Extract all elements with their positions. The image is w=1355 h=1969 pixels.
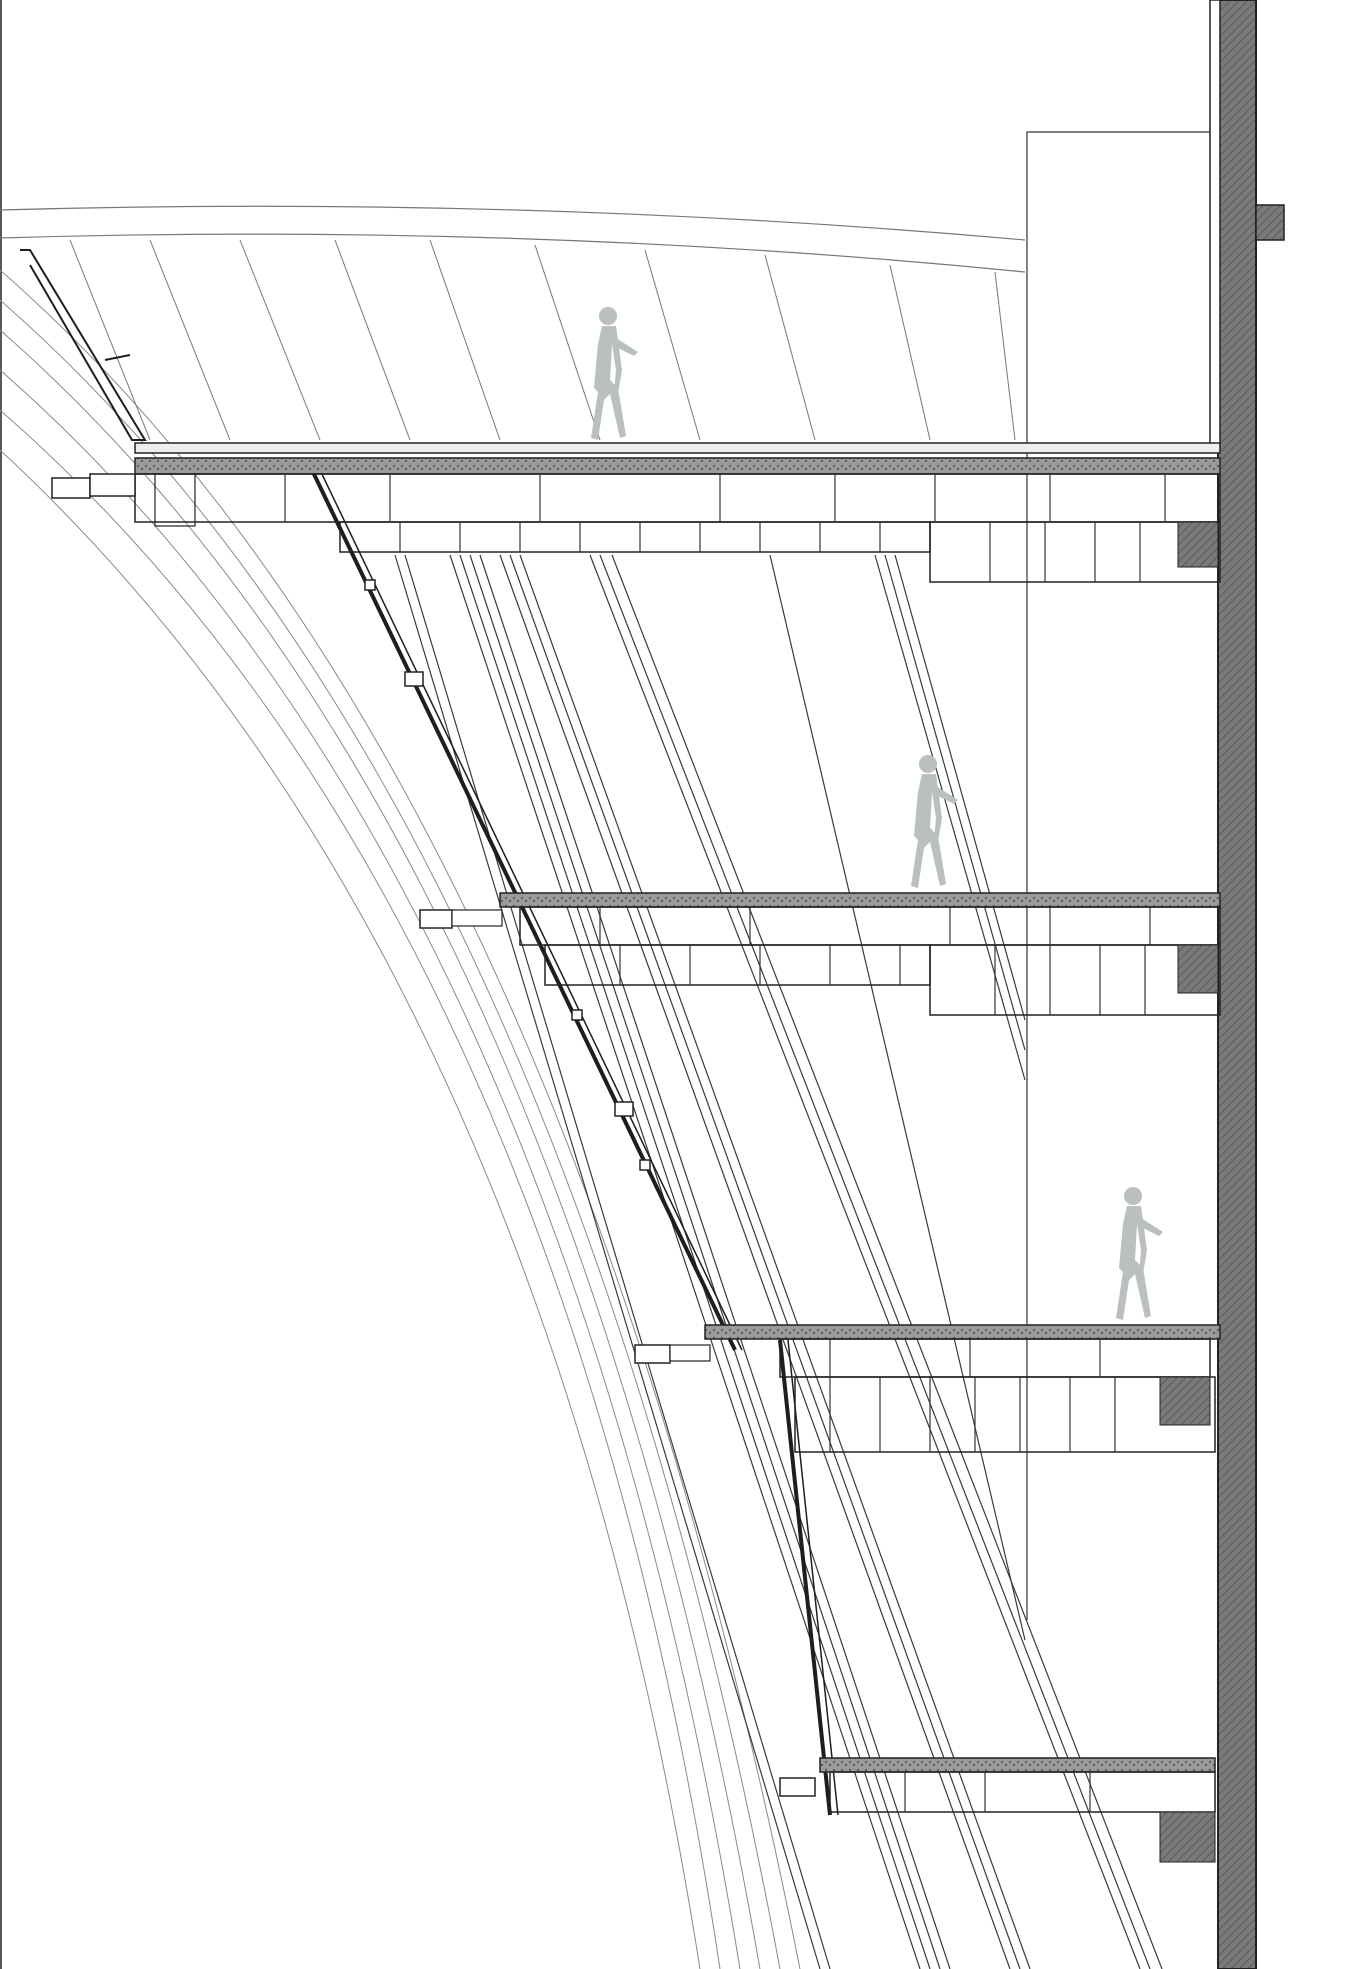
top-parapet [20,249,147,441]
floor-slab-4 [779,1757,1216,1863]
floor-slab-1-joists [284,474,1166,582]
upper-ribs [69,239,1016,441]
floor-slab-2 [419,892,1221,1016]
floor-slab-4-joists [904,1772,1091,1812]
person-silhouette-icon [591,307,638,440]
floor-slab-2-joists [599,907,1151,1015]
person-silhouette-icon [1116,1187,1163,1320]
concrete-wall [1209,0,1285,1969]
floor-slab-3 [634,1324,1221,1453]
sloped-facade [310,469,839,1816]
floor-slab-3-joists [829,1339,1116,1452]
diagonal-structure [394,554,1163,1969]
facade-brackets [364,579,651,1171]
floor-slab-1 [51,442,1221,583]
skylight-curves [0,205,1026,273]
